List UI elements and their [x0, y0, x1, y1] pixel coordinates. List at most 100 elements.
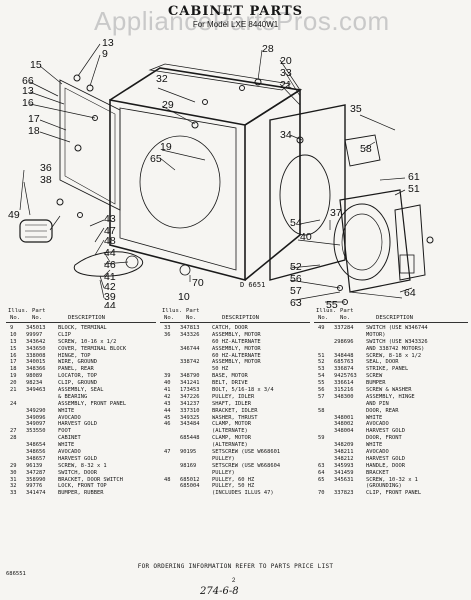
callout-label: 64 — [404, 287, 416, 299]
part-description: (INCLUDES ILLUS 47) — [212, 490, 274, 497]
part-description: BASE, MOTOR — [212, 373, 248, 380]
part-number: 345993 — [334, 462, 354, 469]
part-description: ASSEMBLY, MOTOR — [212, 345, 261, 352]
part-number: 348448 — [334, 352, 354, 359]
part-number: 341241 — [180, 380, 200, 387]
callout-label: 16 — [22, 97, 34, 109]
part-number: 336614 — [334, 380, 354, 387]
callout-label: 58 — [360, 143, 372, 155]
part-number: 341459 — [334, 469, 354, 476]
part-number: 348209 — [334, 442, 354, 449]
callout-label: 17 — [28, 113, 40, 125]
part-description: FOOT — [58, 428, 71, 435]
part-number: 298696 — [334, 338, 354, 345]
header-part-no: No. — [186, 315, 197, 321]
part-number: 348657 — [26, 455, 46, 462]
callout-label: 37 — [330, 207, 342, 219]
part-description: CATCH, DOOR — [212, 325, 248, 331]
part-number: 90195 — [180, 449, 197, 456]
illus-number: 44 — [164, 407, 171, 414]
illus-number: 45 — [164, 414, 171, 421]
part-number: 685012 — [180, 476, 200, 483]
parts-row: MOTOR) — [314, 332, 468, 339]
callout-label: 20 — [280, 55, 292, 67]
illus-number: 28 — [10, 435, 17, 442]
part-description: WHITE — [58, 442, 75, 449]
part-description: HARVEST GOLD — [58, 455, 97, 462]
illus-number: 19 — [10, 373, 17, 380]
header-part-no: No. — [340, 315, 351, 321]
part-number: 349463 — [26, 387, 46, 394]
illus-number: 58 — [318, 407, 325, 414]
ordering-note: FOR ORDERING INFORMATION REFER TO PARTS … — [137, 563, 334, 570]
callout-label: 21 — [280, 79, 292, 91]
part-number: 343484 — [180, 421, 200, 428]
header-illus: Illus. — [316, 308, 337, 314]
illus-number: 16 — [10, 352, 17, 359]
illus-number: 59 — [318, 435, 325, 442]
callout-label: 61 — [408, 171, 420, 183]
parts-row: 348657 HARVEST GOLD — [6, 456, 156, 463]
part-description: LOCATOR, TOP — [58, 373, 97, 380]
part-description: (ALTERNATE) — [212, 428, 248, 435]
part-description: WHITE — [58, 407, 75, 414]
part-number: 341474 — [26, 490, 46, 497]
parts-row: AND 338742 MOTORS) — [314, 346, 468, 353]
handwritten-note: 274-6-8 — [200, 586, 239, 597]
part-description: CLAMP, MOTOR — [212, 421, 251, 428]
part-description: SCREW & WASHER — [366, 387, 412, 394]
part-number: 348300 — [334, 393, 354, 400]
illus-number: 13 — [10, 338, 17, 345]
part-description: SWITCH (USE W346744 — [366, 325, 428, 331]
illus-number: 47 — [164, 449, 171, 456]
illus-number: 36 — [164, 331, 171, 338]
part-description: COVER, TERMINAL BLOCK — [58, 345, 127, 352]
part-description: CLIP — [58, 331, 71, 338]
part-description: ASSEMBLY, FRONT PANEL — [58, 400, 127, 407]
header-no: No. — [164, 315, 175, 321]
part-description: DOOR, REAR — [366, 407, 399, 414]
exploded-parts-diagram: 13 9 15 66 13 16 17 18 36 38 49 43 47 48… — [8, 37, 434, 308]
illus-number: 30 — [10, 469, 17, 476]
parts-row: 50 HZ — [160, 366, 310, 373]
header-illus: Illus. — [162, 308, 183, 314]
part-description: (ALTERNATE) — [212, 442, 248, 449]
part-description: LOCK, FRONT TOP — [58, 483, 107, 490]
callout-label: 15 — [30, 59, 42, 71]
callout-label: 56 — [290, 273, 302, 285]
cabinet-side-face — [244, 88, 301, 281]
part-description: AVOCADO — [366, 449, 389, 456]
callout-label: 34 — [280, 129, 292, 141]
part-number: 349325 — [180, 414, 200, 421]
part-description: BUMPER, RUBBER — [58, 490, 104, 497]
part-number: 347287 — [26, 469, 46, 476]
illus-number: 21 — [10, 387, 17, 394]
front-door-panel — [269, 104, 346, 281]
part-number: 347813 — [180, 325, 200, 331]
illus-number: 55 — [318, 380, 325, 387]
part-description: DOOR, FRONT — [366, 435, 402, 442]
part-number: 348002 — [334, 421, 354, 428]
part-description: SCREW, 8-18 x 1/2 — [366, 352, 422, 359]
part-description: PANEL, REAR — [58, 366, 94, 373]
part-number: 347226 — [180, 393, 200, 400]
part-description: PULLEY, IDLER — [212, 393, 255, 400]
part-description: SCREW — [366, 373, 383, 380]
